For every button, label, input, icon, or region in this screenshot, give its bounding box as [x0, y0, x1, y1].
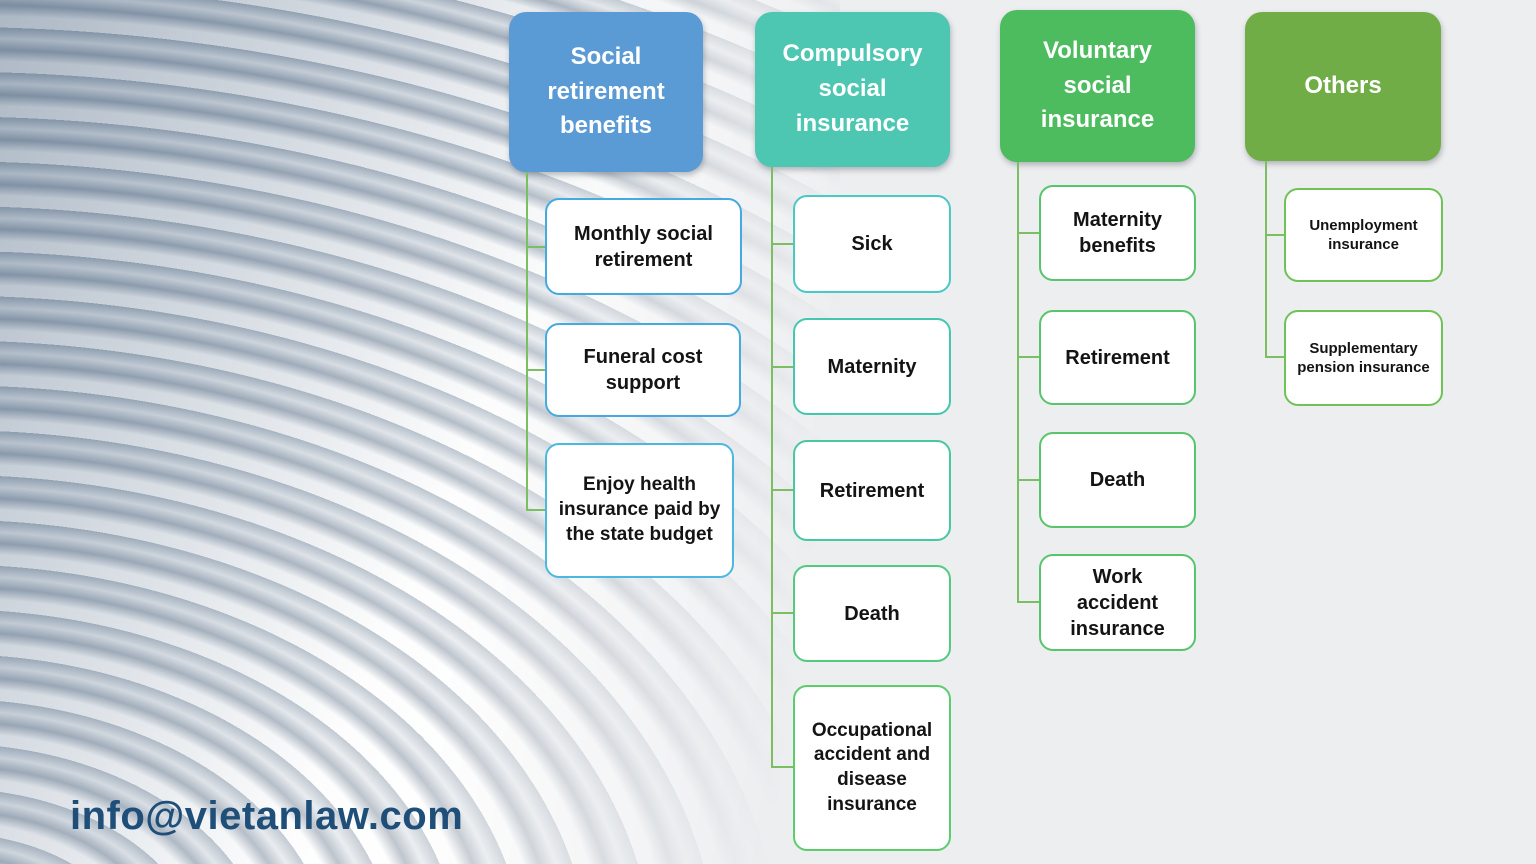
item-supplementary-pension-insurance: Supplementary pension insurance — [1284, 310, 1443, 406]
category-header-compulsory-social-insurance: Compulsory social insurance — [755, 12, 950, 167]
connector-line — [771, 243, 793, 245]
connector-line — [1017, 232, 1039, 234]
connector-line — [1017, 601, 1039, 603]
background-waves-image — [0, 0, 840, 864]
connector-line — [1017, 162, 1019, 603]
connector-line — [1017, 479, 1039, 481]
item-maternity-benefits: Maternity benefits — [1039, 185, 1196, 281]
item-work-accident-insurance: Work accident insurance — [1039, 554, 1196, 651]
item-death-compulsory: Death — [793, 565, 951, 662]
connector-line — [1017, 356, 1039, 358]
connector-line — [526, 172, 528, 510]
category-header-voluntary-social-insurance: Voluntary social insurance — [1000, 10, 1195, 162]
item-retirement-compulsory: Retirement — [793, 440, 951, 541]
item-monthly-social-retirement: Monthly social retirement — [545, 198, 742, 295]
connector-line — [526, 369, 545, 371]
item-funeral-cost-support: Funeral cost support — [545, 323, 741, 417]
connector-line — [1265, 356, 1284, 358]
connector-line — [1265, 161, 1267, 358]
item-maternity: Maternity — [793, 318, 951, 415]
item-unemployment-insurance: Unemployment insurance — [1284, 188, 1443, 282]
item-sick: Sick — [793, 195, 951, 293]
item-occupational-accident-disease-insurance: Occupational accident and disease insura… — [793, 685, 951, 851]
connector-line — [1265, 234, 1284, 236]
connector-line — [526, 246, 545, 248]
connector-line — [526, 509, 545, 511]
connector-line — [771, 167, 773, 768]
connector-line — [771, 766, 793, 768]
item-retirement-voluntary: Retirement — [1039, 310, 1196, 405]
connector-line — [771, 489, 793, 491]
contact-email: info@vietanlaw.com — [70, 794, 464, 838]
category-header-social-retirement-benefits: Social retirement benefits — [509, 12, 703, 172]
item-death-voluntary: Death — [1039, 432, 1196, 528]
category-header-others: Others — [1245, 12, 1441, 161]
connector-line — [771, 612, 793, 614]
connector-line — [771, 366, 793, 368]
item-health-insurance-state-budget: Enjoy health insurance paid by the state… — [545, 443, 734, 578]
